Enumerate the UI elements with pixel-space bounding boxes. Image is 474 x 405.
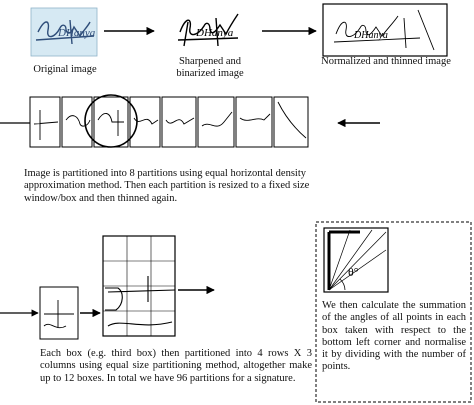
caption-normalized: Normalized and thinned image <box>321 56 451 67</box>
sharpened-signature-text: DHanya <box>195 27 234 39</box>
angle-label: θ° <box>348 265 359 279</box>
angle-panel-frame <box>315 221 472 403</box>
original-signature-text: DHanya <box>57 27 96 39</box>
original-signature-image: DHanya <box>30 7 98 57</box>
angle-box: θ° <box>323 227 389 293</box>
partition-strip <box>29 96 309 148</box>
partition-description: Image is partitioned into 8 partitions u… <box>24 168 310 204</box>
normalized-signature-image: DHanya <box>322 3 448 57</box>
partition-signature-strokes <box>33 101 307 140</box>
caption-sharpened: Sharpened and binarized image <box>176 56 244 79</box>
normalized-signature-text: DHanya <box>353 30 388 41</box>
caption-original: Original image <box>33 64 97 75</box>
magnifier-circle <box>84 94 138 148</box>
sharpened-signature-image: DHanya <box>177 13 239 47</box>
grid-box <box>102 235 176 337</box>
grid-signature-strokes <box>105 276 176 327</box>
angle-description: We then calculate the summation of the a… <box>322 300 466 373</box>
box-description: Each box (e.g. third box) then partition… <box>40 348 312 384</box>
third-box-small <box>39 286 79 340</box>
